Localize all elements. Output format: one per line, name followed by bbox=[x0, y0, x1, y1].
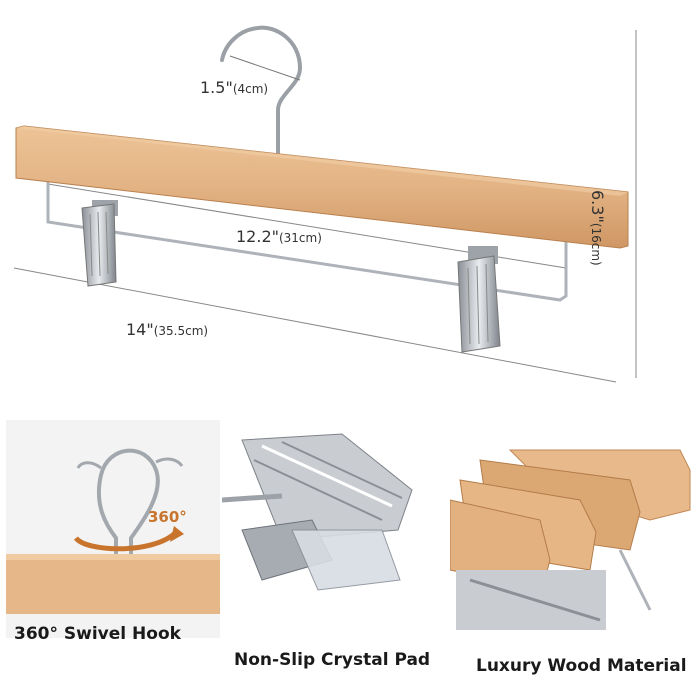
hook-dimension-line bbox=[229, 55, 301, 81]
length-dimension-value: 14" bbox=[126, 320, 154, 339]
wood-stack-illustration bbox=[450, 449, 691, 630]
length-dimension-line bbox=[13, 267, 617, 383]
right-clip bbox=[457, 246, 501, 353]
rotation-arrow bbox=[73, 531, 176, 552]
height-dimension-label: 6.3"(16cm) bbox=[588, 190, 607, 266]
width-dimension-value: 12.2" bbox=[236, 227, 279, 246]
hook-dimension-value: 1.5" bbox=[200, 78, 233, 97]
caption-swivel-hook: 360° Swivel Hook bbox=[14, 624, 181, 644]
caption-crystal-pad: Non-Slip Crystal Pad bbox=[234, 650, 431, 670]
width-dimension-label: 12.2"(31cm) bbox=[236, 227, 322, 246]
height-dimension-unit: (16cm) bbox=[589, 222, 603, 266]
swivel-hook-illustration bbox=[6, 448, 220, 614]
hanger-illustration bbox=[13, 25, 637, 383]
length-dimension-unit: (35.5cm) bbox=[153, 324, 209, 338]
crystal-pad bbox=[291, 529, 401, 591]
crystal-pad-illustration bbox=[222, 433, 413, 591]
hook-dimension-unit: (4cm) bbox=[232, 82, 269, 96]
left-clip bbox=[81, 200, 118, 287]
crystal-pad-photo bbox=[222, 420, 450, 638]
height-dimension-value: 6.3" bbox=[588, 190, 607, 223]
hook bbox=[220, 25, 303, 162]
caption-wood-material: Luxury Wood Material bbox=[476, 656, 687, 676]
width-dimension-unit: (31cm) bbox=[278, 231, 322, 245]
length-dimension-label: 14"(35.5cm) bbox=[126, 320, 208, 339]
hook-dimension-label: 1.5"(4cm) bbox=[200, 78, 268, 97]
swivel-degree-badge: 360° bbox=[148, 508, 187, 526]
rod bbox=[46, 176, 568, 302]
swivel-hook-photo bbox=[6, 420, 220, 638]
wood-material-photo bbox=[450, 420, 694, 638]
